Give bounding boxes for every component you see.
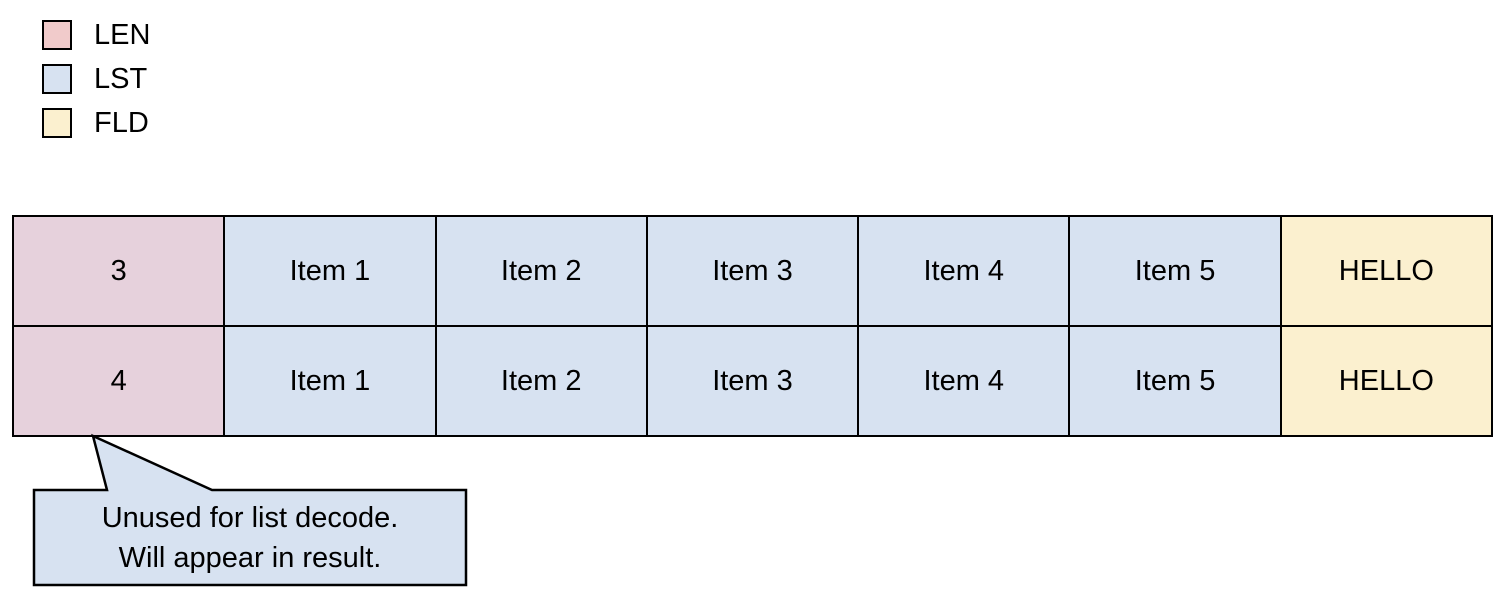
byte-layout-table: 3 Item 1 Item 2 Item 3 Item 4 Item 5 HEL… [11, 215, 1494, 437]
legend-item-len: LEN [42, 20, 150, 50]
legend-label-fld: FLD [94, 107, 149, 139]
list-item-cell: Item 3 [645, 215, 860, 327]
legend-label-lst: LST [94, 63, 148, 95]
list-item-cell: Item 5 [1068, 215, 1282, 327]
list-item-cell: Item 5 [1068, 325, 1282, 437]
lst-color-swatch [42, 64, 72, 94]
legend: LEN LST FLD [42, 20, 150, 152]
field-cell: HELLO [1279, 215, 1494, 327]
list-item-cell: Item 4 [857, 325, 1071, 437]
len-cell: 3 [11, 215, 226, 327]
list-item-cell: Item 3 [645, 325, 860, 437]
field-cell: HELLO [1279, 325, 1494, 437]
len-cell: 4 [11, 325, 226, 437]
legend-label-len: LEN [94, 19, 151, 51]
list-item-cell: Item 2 [434, 325, 648, 437]
list-item-cell: Item 2 [434, 215, 648, 327]
callout-note-line1: Unused for list decode. [101, 501, 399, 534]
list-item-cell: Item 1 [223, 215, 437, 327]
list-item-cell: Item 1 [223, 325, 437, 437]
legend-item-fld: FLD [42, 108, 150, 138]
len-color-swatch [42, 20, 72, 50]
list-item-cell: Item 4 [857, 215, 1071, 327]
callout-note: Unused for list decode. Will appear in r… [34, 490, 466, 585]
legend-item-lst: LST [42, 64, 150, 94]
table-row: 3 Item 1 Item 2 Item 3 Item 4 Item 5 HEL… [11, 215, 1494, 327]
fld-color-swatch [42, 108, 72, 138]
callout-note-line2: Will appear in result. [118, 541, 382, 574]
table-row: 4 Item 1 Item 2 Item 3 Item 4 Item 5 HEL… [11, 325, 1494, 437]
